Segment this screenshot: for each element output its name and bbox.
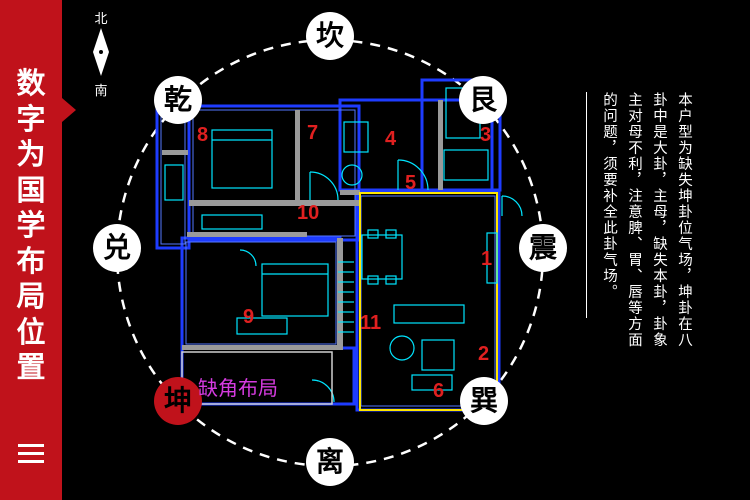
- trigram-kan: 坎: [306, 12, 354, 60]
- room-number: 3: [480, 124, 492, 146]
- description-text: 本户型为缺失坤卦位气场，坤卦在八卦中是大卦，主母，缺失本卦，卦象主对母不利，注意…: [601, 92, 692, 348]
- compass-north: 北: [94, 12, 108, 27]
- trigram-qian: 乾: [154, 76, 202, 124]
- compass-needle-icon: [93, 28, 109, 76]
- trigram-dui: 兑: [93, 224, 141, 272]
- room-number: 6: [433, 380, 445, 402]
- room-number: 8: [197, 124, 209, 146]
- room-number: 4: [385, 128, 397, 150]
- sidebar-banner: 数字为国学布局位置: [0, 0, 62, 500]
- sidebar-title: 数字为国学布局位置: [16, 66, 46, 384]
- trigram-gen: 艮: [459, 76, 507, 124]
- trigram-li: 离: [306, 438, 354, 486]
- room-number: 7: [307, 122, 319, 144]
- description-divider: [586, 92, 587, 318]
- room-number: 5: [405, 172, 417, 194]
- room-number: 9: [243, 306, 255, 328]
- floor-plan: [115, 38, 545, 468]
- room-number: 2: [478, 343, 490, 365]
- sidebar-notch: [62, 98, 76, 122]
- room-number: 10: [297, 202, 320, 224]
- menu-lines-icon: [18, 444, 44, 468]
- trigram-xun: 巽: [460, 377, 508, 425]
- compass-south: 南: [94, 84, 108, 99]
- trigram-kun: 坤: [154, 377, 202, 425]
- missing-corner-label: 缺角布局: [198, 376, 278, 400]
- room-number: 1: [481, 248, 493, 270]
- room-number: 11: [360, 312, 382, 334]
- compass: 北 南: [84, 8, 118, 100]
- trigram-zhen: 震: [519, 224, 567, 272]
